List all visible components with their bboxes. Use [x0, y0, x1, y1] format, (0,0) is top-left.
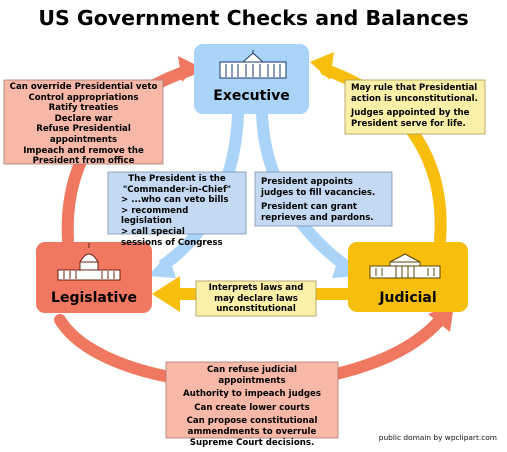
note-item: > call special sessions of Congress — [121, 226, 223, 248]
note-item: Can create lower courts — [194, 402, 310, 413]
note-item: President can grant reprieves and pardon… — [261, 202, 374, 223]
credit-text: public domain by wpclipart.com — [378, 433, 497, 442]
note-heading: The President is the "Commander-in-Chief… — [122, 174, 232, 195]
white-house-icon — [219, 50, 287, 79]
note-item: Authority to impeach judges — [183, 389, 321, 400]
capitol-icon — [57, 243, 121, 281]
note-item: Impeach and remove the President from of… — [23, 145, 144, 167]
page-title: US Government Checks and Balances — [38, 6, 469, 30]
note-legislative-over-executive: Can override Presidential veto Control a… — [4, 82, 163, 167]
note-item: > recommend legislation — [121, 205, 189, 227]
supreme-court-icon — [369, 253, 441, 279]
note-executive-over-judicial: President appoints judges to fill vacanc… — [255, 177, 392, 223]
note-executive-over-legislative: The President is the "Commander-in-Chief… — [108, 174, 246, 248]
note-item: Can override Presidential veto — [9, 82, 158, 92]
note-legislative-over-judicial: Can refuse judicial appointments Authori… — [166, 365, 338, 448]
note-item: Can propose constitutional ammendments t… — [186, 416, 318, 448]
note-item: May rule that Presidential action is unc… — [351, 83, 478, 104]
note-item: Judges appointed by the President serve … — [351, 108, 470, 129]
note-item: Control appropriations — [28, 92, 139, 103]
note-bg-judicial-over-legislative — [195, 280, 317, 317]
note-item: Can refuse judicial appointments — [206, 365, 298, 386]
note-bg-judicial-over-executive — [344, 79, 486, 135]
note-item: Interprets laws and may declare laws unc… — [208, 283, 304, 315]
note-bg-executive-over-judicial — [254, 171, 393, 227]
note-item: President appoints judges to fill vacanc… — [261, 177, 376, 198]
note-bg-legislative-over-judicial — [165, 361, 339, 439]
note-bg-legislative-over-executive — [3, 79, 164, 165]
judicial-label: Judicial — [379, 290, 437, 306]
note-item: Ratify treaties — [48, 103, 119, 114]
note-item: Declare war — [54, 113, 113, 124]
note-item: > ...who can veto bills — [121, 195, 229, 206]
note-item: Refuse Presidential appointments — [36, 124, 131, 145]
note-judicial-over-executive: May rule that Presidential action is unc… — [345, 83, 485, 129]
note-judicial-over-legislative: Interprets laws and may declare laws unc… — [196, 283, 316, 315]
executive-label: Executive — [213, 88, 290, 104]
note-bg-executive-over-legislative — [107, 171, 247, 235]
legislative-label: Legislative — [51, 290, 137, 306]
